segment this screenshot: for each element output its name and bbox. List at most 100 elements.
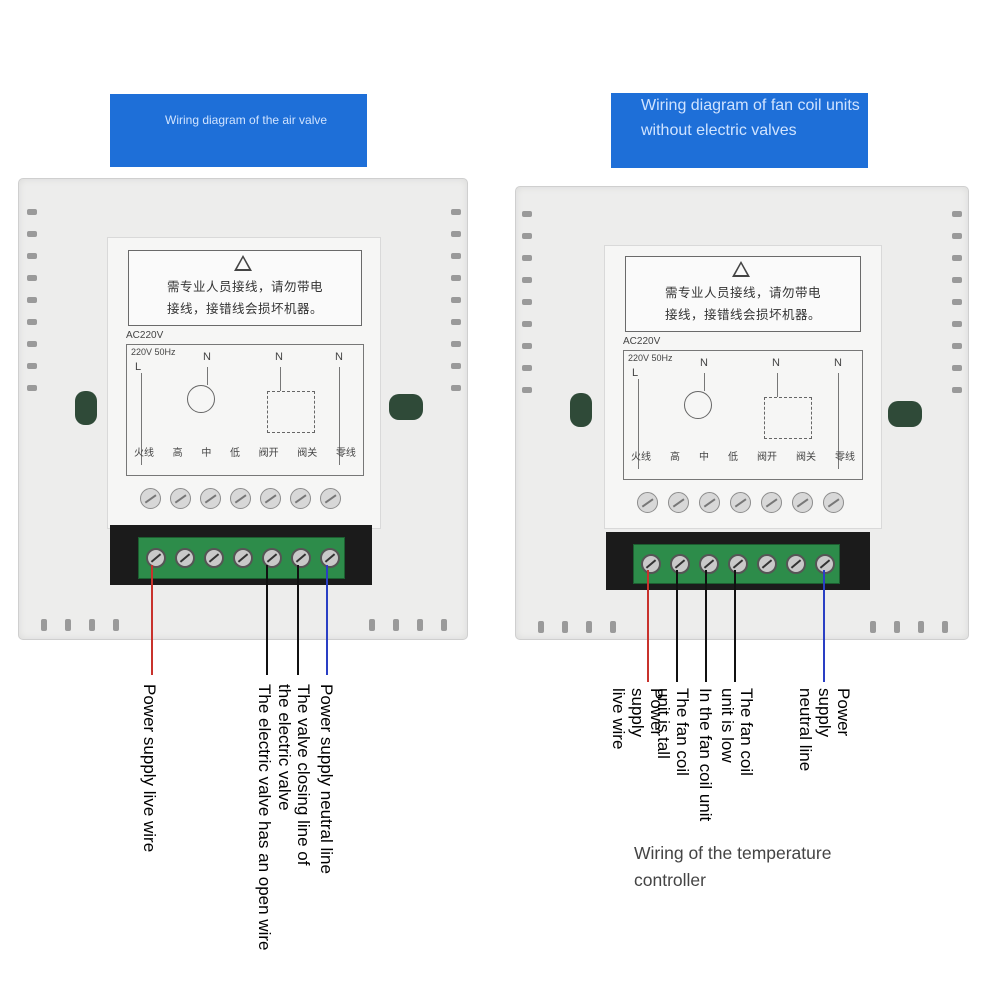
- terminal-label-row: 火线 高 中 低 阀开 阀关 零线: [134, 444, 356, 459]
- vent: [393, 619, 399, 631]
- terminal-block-right: [633, 544, 840, 584]
- vent: [522, 343, 532, 349]
- voltage-label: AC220V: [126, 330, 164, 341]
- terminal-label: 零线: [835, 452, 855, 463]
- vent: [451, 275, 461, 281]
- printed-terminal: [290, 488, 311, 509]
- warning-line-1: 需专业人员接线，请勿带电: [664, 286, 821, 300]
- node-n: N: [203, 351, 211, 363]
- vent: [538, 621, 544, 633]
- node-n: N: [275, 351, 283, 363]
- vent: [952, 277, 962, 283]
- vent: [27, 297, 37, 303]
- vent: [369, 619, 375, 631]
- label-mid-wire: In the fan coil unit: [696, 688, 715, 822]
- screw-terminal[interactable]: [786, 554, 806, 574]
- printed-terminal: [260, 488, 281, 509]
- printed-label: 需专业人员接线，请勿带电 接线，接错线会损坏机器。 AC220V 220V 50…: [107, 237, 381, 529]
- terminal-label: 阀关: [796, 452, 816, 463]
- banner-fan-coil-text: Wiring diagram of fan coil units without…: [641, 97, 860, 139]
- vent: [451, 209, 461, 215]
- neutral-wire: [326, 565, 328, 675]
- screw-terminal[interactable]: [757, 554, 777, 574]
- vent: [41, 619, 47, 631]
- terminal-label: 中: [699, 452, 709, 463]
- vent: [451, 253, 461, 259]
- live-wire: [151, 565, 153, 675]
- screw-terminal[interactable]: [815, 554, 835, 574]
- screw-hole: [389, 394, 423, 420]
- vent: [89, 619, 95, 631]
- screw-terminal[interactable]: [291, 548, 311, 568]
- warning-icon: [732, 261, 750, 277]
- printed-terminal: [823, 492, 844, 513]
- low-wire: [734, 570, 736, 682]
- label-close-wire: The valve closing line of the electric v…: [275, 684, 313, 866]
- vent: [113, 619, 119, 631]
- terminal-label: 阀开: [258, 448, 279, 459]
- open-wire: [266, 565, 268, 675]
- vent: [586, 621, 592, 633]
- node-n: N: [834, 357, 842, 369]
- vent: [522, 277, 532, 283]
- vent: [952, 255, 962, 261]
- valve-symbol: [764, 397, 812, 439]
- vent: [894, 621, 900, 633]
- vent: [918, 621, 924, 633]
- vent: [27, 253, 37, 259]
- vent: [417, 619, 423, 631]
- vent: [952, 299, 962, 305]
- vent: [522, 321, 532, 327]
- caption-temperature-controller: Wiring of the temperature controller: [634, 843, 832, 890]
- warning-line-1: 需专业人员接线，请勿带电: [166, 280, 323, 294]
- screw-terminal[interactable]: [233, 548, 253, 568]
- vent: [27, 209, 37, 215]
- label-neutral-wire: Power supply neutral line: [317, 684, 336, 874]
- printed-terminal: [792, 492, 813, 513]
- screw-terminal[interactable]: [728, 554, 748, 574]
- warning-box: 需专业人员接线，请勿带电 接线，接错线会损坏机器。: [128, 250, 362, 326]
- screw-hole: [570, 393, 592, 427]
- screw-hole: [888, 401, 922, 427]
- close-wire: [297, 565, 299, 675]
- label-low-wire: The fan coil unit is low: [718, 688, 756, 776]
- screw-terminal[interactable]: [262, 548, 282, 568]
- vent: [451, 319, 461, 325]
- mid-wire: [705, 570, 707, 682]
- banner-air-valve-text: Wiring diagram of the air valve: [165, 113, 328, 127]
- node-l: L: [135, 361, 142, 373]
- screw-hole: [75, 391, 97, 425]
- screw-terminal[interactable]: [641, 554, 661, 574]
- banner-fan-coil: Wiring diagram of fan coil units without…: [611, 93, 868, 168]
- screw-terminal[interactable]: [670, 554, 690, 574]
- vent: [870, 621, 876, 633]
- fan-motor-symbol: [187, 385, 215, 413]
- supply-label: 220V 50Hz: [628, 353, 673, 363]
- screw-terminal[interactable]: [699, 554, 719, 574]
- vent: [522, 299, 532, 305]
- vent: [27, 385, 37, 391]
- printed-terminal: [730, 492, 751, 513]
- node-n: N: [772, 357, 780, 369]
- screw-terminal[interactable]: [320, 548, 340, 568]
- vent: [27, 231, 37, 237]
- screw-terminal[interactable]: [146, 548, 166, 568]
- vent: [952, 233, 962, 239]
- terminal-label-row: 火线 高 中 低 阀开 阀关 零线: [631, 448, 855, 463]
- warning-line-2: 接线，接错线会损坏机器。: [664, 308, 821, 322]
- vent: [522, 387, 532, 393]
- vent: [952, 387, 962, 393]
- vent: [451, 341, 461, 347]
- terminal-label: 中: [201, 448, 212, 459]
- label-live-wire: Power supply live wire: [140, 684, 159, 853]
- vent: [952, 211, 962, 217]
- screw-terminal[interactable]: [204, 548, 224, 568]
- live-wire: [647, 570, 649, 682]
- terminal-label: 阀关: [297, 448, 318, 459]
- vent: [522, 233, 532, 239]
- vent: [27, 275, 37, 281]
- warning-box: 需专业人员接线，请勿带电 接线，接错线会损坏机器。: [625, 256, 861, 332]
- screw-terminal[interactable]: [175, 548, 195, 568]
- node-n: N: [700, 357, 708, 369]
- label-high-wire: The fan coil unit is tall: [654, 688, 692, 776]
